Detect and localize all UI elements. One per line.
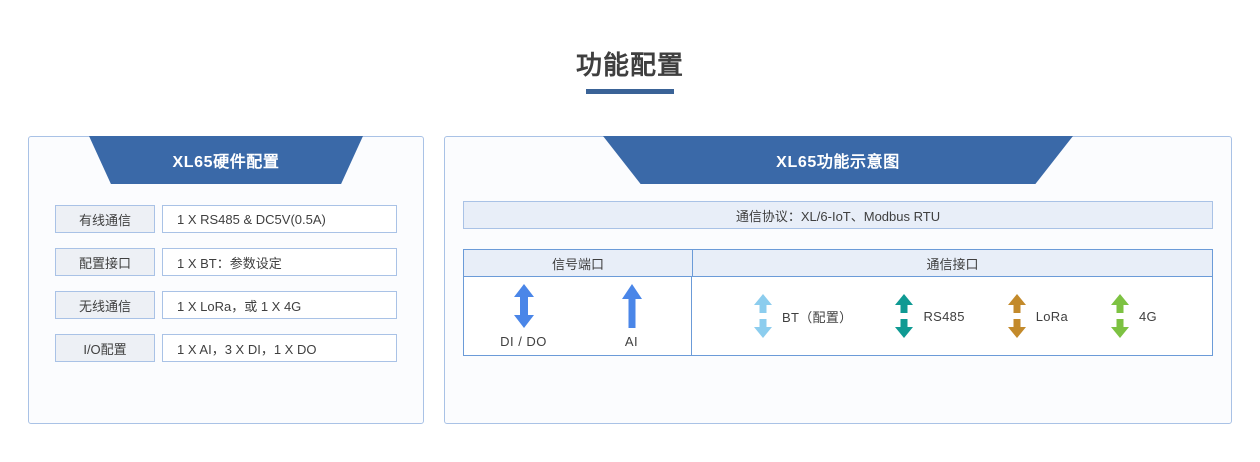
page-title: 功能配置	[575, 50, 684, 80]
protocol-bar: 通信协议：XL/6-IoT、Modbus RTU	[463, 201, 1213, 229]
left-panel-banner-row: XL65硬件配置	[29, 136, 423, 185]
right-panel-banner-row: XL65功能示意图	[445, 136, 1231, 185]
comm-label-lora: LoRa	[1035, 308, 1068, 324]
up-arrow-icon	[621, 283, 643, 329]
row-value-config-interface: 1 X BT：参数设定	[162, 248, 397, 276]
function-diagram-panel: XL65功能示意图 通信协议：XL/6-IoT、Modbus RTU 信号端口 …	[444, 136, 1232, 424]
row-label-config-interface: 配置接口	[55, 248, 155, 276]
right-panel-banner: XL65功能示意图	[603, 136, 1073, 184]
split-bidirectional-arrow-icon	[753, 293, 773, 339]
split-bidirectional-arrow-icon	[1007, 293, 1027, 339]
signal-label-ai: AI	[624, 334, 639, 349]
table-row: I/O配置 1 X AI，3 X DI，1 X DO	[55, 334, 397, 362]
title-underline	[586, 89, 674, 94]
split-bidirectional-arrow-icon	[894, 293, 914, 339]
comm-label-4g: 4G	[1139, 308, 1157, 324]
page-header: 功能配置	[0, 48, 1260, 94]
comm-item-rs485: RS485	[894, 293, 964, 339]
left-panel-banner: XL65硬件配置	[89, 136, 363, 184]
row-value-wired-comm: 1 X RS485 & DC5V(0.5A)	[162, 205, 397, 233]
signal-label-di-do: DI / DO	[500, 334, 547, 349]
signal-ports-cell: DI / DO AI	[464, 277, 692, 355]
column-header-signal-ports: 信号端口	[464, 250, 693, 276]
io-table: 信号端口 通信接口 DI / DO	[463, 249, 1213, 356]
signal-item-di-do: DI / DO	[491, 283, 557, 349]
row-value-io-config: 1 X AI，3 X DI，1 X DO	[162, 334, 397, 362]
hardware-config-list: 有线通信 1 X RS485 & DC5V(0.5A) 配置接口 1 X BT：…	[29, 185, 423, 362]
comm-item-lora: LoRa	[1007, 293, 1068, 339]
row-label-wireless-comm: 无线通信	[55, 291, 155, 319]
row-value-wireless-comm: 1 X LoRa，或 1 X 4G	[162, 291, 397, 319]
io-table-body: DI / DO AI	[464, 277, 1212, 355]
comm-ports-cell: BT（配置） RS485	[692, 277, 1212, 355]
table-row: 无线通信 1 X LoRa，或 1 X 4G	[55, 291, 397, 319]
table-row: 有线通信 1 X RS485 & DC5V(0.5A)	[55, 205, 397, 233]
comm-item-bt: BT（配置）	[753, 293, 852, 339]
double-headed-arrow-icon	[513, 283, 535, 329]
io-table-header: 信号端口 通信接口	[464, 250, 1212, 277]
row-label-io-config: I/O配置	[55, 334, 155, 362]
signal-item-ai: AI	[599, 283, 665, 349]
comm-item-4g: 4G	[1110, 293, 1157, 339]
comm-label-rs485: RS485	[923, 308, 965, 324]
column-header-comm-ports: 通信接口	[926, 256, 979, 272]
table-row: 配置接口 1 X BT：参数设定	[55, 248, 397, 276]
hardware-config-panel: XL65硬件配置 有线通信 1 X RS485 & DC5V(0.5A) 配置接…	[28, 136, 424, 424]
row-label-wired-comm: 有线通信	[55, 205, 155, 233]
comm-label-bt: BT（配置）	[782, 309, 853, 325]
function-diagram-body: 通信协议：XL/6-IoT、Modbus RTU 信号端口 通信接口 DI /	[445, 185, 1231, 356]
split-bidirectional-arrow-icon	[1110, 293, 1130, 339]
